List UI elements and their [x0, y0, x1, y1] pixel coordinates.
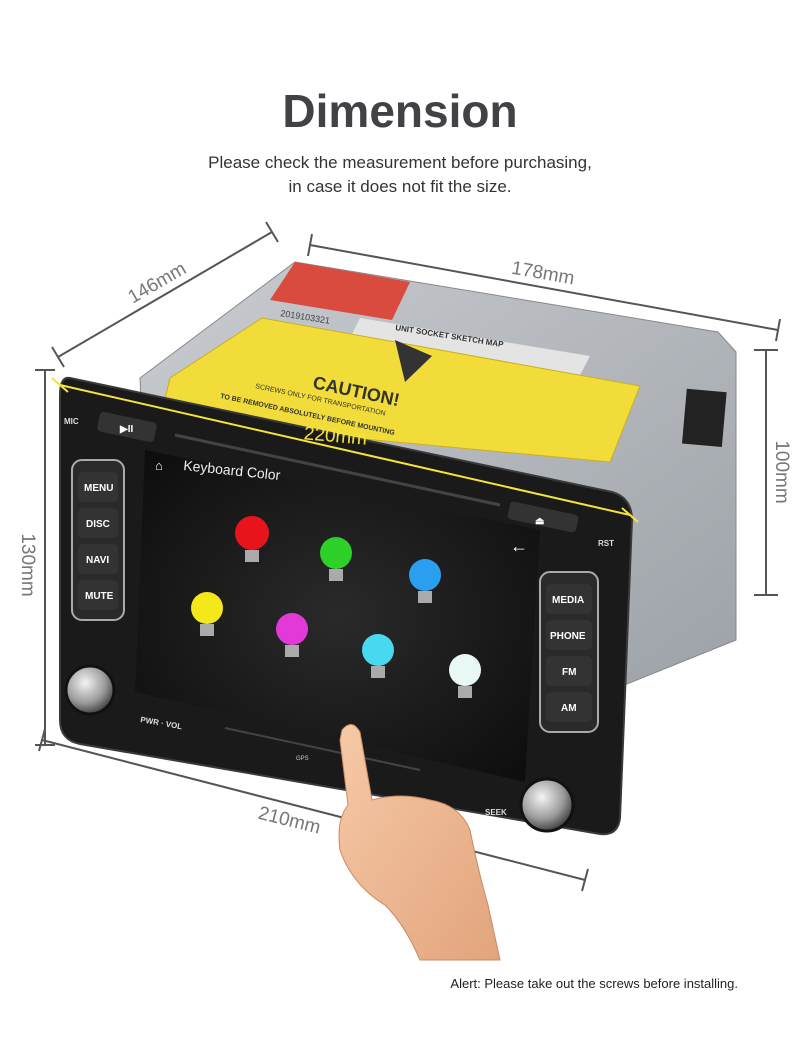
svg-text:MEDIA: MEDIA	[552, 595, 584, 606]
bulb-green[interactable]	[320, 537, 352, 581]
disc-slot	[174, 433, 501, 507]
diagonal-dimension-line	[59, 384, 631, 516]
subtitle-line-2: in case it does not fit the size.	[288, 177, 511, 196]
play-pause-label: ▶II	[119, 424, 133, 435]
dimension-lines	[35, 221, 781, 892]
height-front-label: 130mm	[17, 533, 38, 596]
svg-text:FM: FM	[562, 667, 576, 678]
button-disc[interactable]: DISC	[78, 508, 118, 538]
bulb-red[interactable]	[235, 516, 269, 562]
button-media[interactable]: MEDIA	[546, 584, 592, 614]
seek-label: SEEK	[485, 808, 507, 817]
eject-button[interactable]	[507, 501, 579, 533]
bulb-cyan[interactable]	[362, 634, 394, 678]
button-fm[interactable]: FM	[546, 656, 592, 686]
depth-label: 146mm	[125, 258, 190, 308]
power-volume-knob[interactable]	[64, 664, 116, 716]
alert-text: Alert: Please take out the screws before…	[450, 976, 738, 991]
side-bracket	[682, 388, 727, 448]
button-mute[interactable]: MUTE	[78, 580, 118, 610]
bulb-yellow[interactable]	[191, 592, 223, 636]
svg-text:MENU: MENU	[84, 483, 113, 494]
width-front-label: 210mm	[256, 803, 323, 839]
button-phone[interactable]: PHONE	[546, 620, 592, 650]
subtitle-line-1: Please check the measurement before purc…	[208, 153, 592, 172]
sd-slot	[224, 727, 421, 771]
gps-label: GPS	[296, 756, 309, 762]
play-pause-button[interactable]	[97, 411, 158, 443]
svg-text:PHONE: PHONE	[550, 631, 586, 642]
bulb-magenta[interactable]	[276, 613, 308, 657]
warning-triangle-icon	[395, 340, 432, 382]
height-back-label: 100mm	[771, 440, 792, 503]
button-am[interactable]: AM	[546, 692, 592, 722]
mic-label: MIC	[64, 417, 79, 426]
button-menu[interactable]: MENU	[78, 472, 118, 502]
svg-text:NAVI: NAVI	[86, 555, 109, 566]
back-arrow-icon[interactable]: ←	[510, 536, 528, 556]
bulb-blue[interactable]	[409, 559, 441, 603]
bulb-grid	[191, 516, 481, 698]
eject-icon: ⏏	[535, 516, 545, 527]
svg-text:MUTE: MUTE	[85, 591, 114, 602]
width-back-label: 178mm	[510, 258, 576, 290]
warning-sticker	[270, 262, 410, 320]
button-navi[interactable]: NAVI	[78, 544, 118, 574]
rst-label: RST	[598, 539, 614, 548]
svg-text:AM: AM	[561, 703, 577, 714]
bulb-white[interactable]	[449, 654, 481, 698]
seek-knob[interactable]	[519, 777, 575, 833]
home-icon[interactable]: ⌂	[155, 458, 163, 473]
pointing-hand	[338, 724, 501, 961]
svg-text:DISC: DISC	[86, 519, 110, 530]
page-title: Dimension	[282, 85, 517, 137]
